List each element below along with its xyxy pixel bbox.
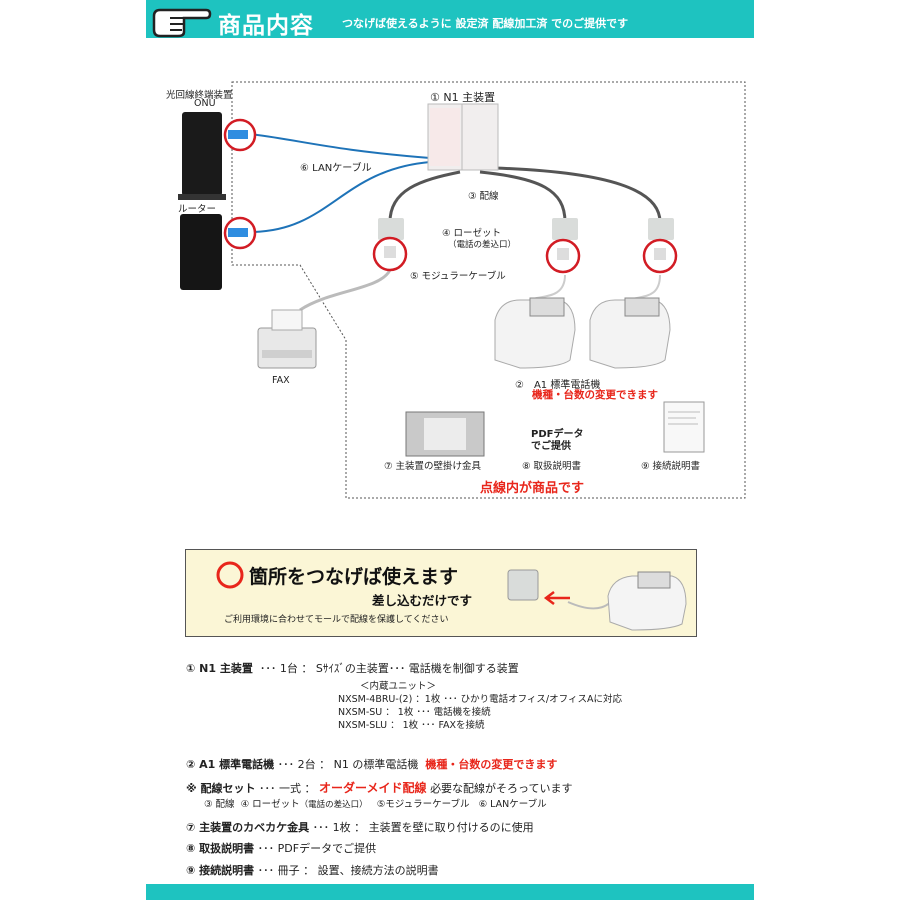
manual-label: ⑧ 取扱説明書 [522,461,582,472]
pdf-label-1: PDFデータ [531,429,584,440]
rosette-1 [378,218,404,240]
main-unit-label: ① N1 主装置 [430,91,496,104]
item-8: ⑧ 取扱説明書 ･･･ PDFデータでご提供 [186,842,377,855]
arrow-left-icon [543,591,570,605]
item-2: ② A1 標準電話機 ･･･ 2台 ： N1 の標準電話機 機種・台数の変更でき… [186,758,558,771]
page-subtitle: つなげば使えるように 設定済 配線加工済 でのご提供です [342,17,629,30]
pdf-label-2: でご提供 [531,441,571,452]
item-7: ⑦ 主装置のカベカケ金具 ･･･ 1枚 ： 主装置を壁に取り付けるのに使用 [186,821,534,834]
lan-cable-onu [249,133,431,159]
banner-illustration [507,569,687,631]
connection-diagram [178,81,746,499]
phone-note: 機種・台数の変更できます [532,389,658,401]
rosette-2 [552,218,578,240]
connection-manual-booklet [663,401,705,453]
wiring-label: ③ 配線 [468,191,499,202]
item-9: ⑨ 接続説明書 ･･･ 冊子 ： 設置、接続方法の説明書 [186,864,439,877]
banner-headline: 箇所をつなげば使えます [249,566,459,588]
item-wiring-set: ※ 配線セット ･･･ 一式 ： オーダーメイド配線 必要な配線がそろっています [186,781,573,795]
fax-label: FAX [272,375,290,386]
item-wiring-set-contents: ③ 配線 ④ ローゼット（電話の差込口） ⑤モジュラーケーブル ⑥ LANケーブ… [204,799,547,810]
phone-1 [494,297,576,369]
modular-cable-phone2 [629,274,661,301]
header-bar [146,0,754,38]
pointing-hand-icon [152,8,212,38]
footer-bar [146,884,754,900]
router-label: ルーター [178,204,217,215]
phone-label: ② A1 標準電話機 [515,380,601,391]
banner-phone [607,575,687,631]
modular-cable-label: ⑤ モジュラーケーブル [410,271,506,282]
item-1-unit-3: NXSM-SLU ： 1枚 ･･･ FAXを接続 [338,720,485,731]
onu-device [182,112,222,196]
router-device [180,214,222,290]
connection-manual-label: ⑨ 接続説明書 [641,461,701,472]
bracket-label: ⑦ 主装置の壁掛け金具 [384,461,482,472]
phone-2 [589,297,671,369]
banner-sub: 差し込むだけです [372,593,473,608]
item-1-unit-1: NXSM-4BRU-(2) ：1枚 ･･･ ひかり電話オフィス/オフィスAに対応 [338,694,622,705]
wiring-2 [479,170,567,223]
item-1: ① N1 主装置 ･･･ 1台 ： Sｻｲｽﾞの主装置･･･ 電話機を制御する装… [186,662,519,675]
page-title: 商品内容 [218,13,314,39]
onu-label-2: ONU [194,98,216,109]
rosette-label-1: ④ ローゼット [442,228,502,239]
wiring-1 [388,170,461,223]
rosette-label-2: （電話の差込口） [448,240,517,250]
wiring-3 [494,166,662,223]
in-dotted-label: 点線内が商品です [480,481,585,496]
lan-cable-label: ⑥ LANケーブル [300,163,372,174]
modular-cable-fax [299,269,392,312]
onu-label-1: 光回線終端装置 [166,90,233,101]
item-1-unit-2: NXSM-SU ： 1枚 ･･･ 電話機を接続 [338,707,491,718]
item-1-units-heading: ＜内蔵ユニット＞ [360,681,437,692]
banner-rosette [507,569,539,601]
rosette-3 [648,218,674,240]
fax-device [257,309,317,369]
banner-note: ご利用環境に合わせてモールで配線を保護してください [224,615,449,625]
lan-cable-router [249,161,431,233]
circle-marker-icon [216,561,244,589]
modular-cable-phone1 [529,274,566,301]
